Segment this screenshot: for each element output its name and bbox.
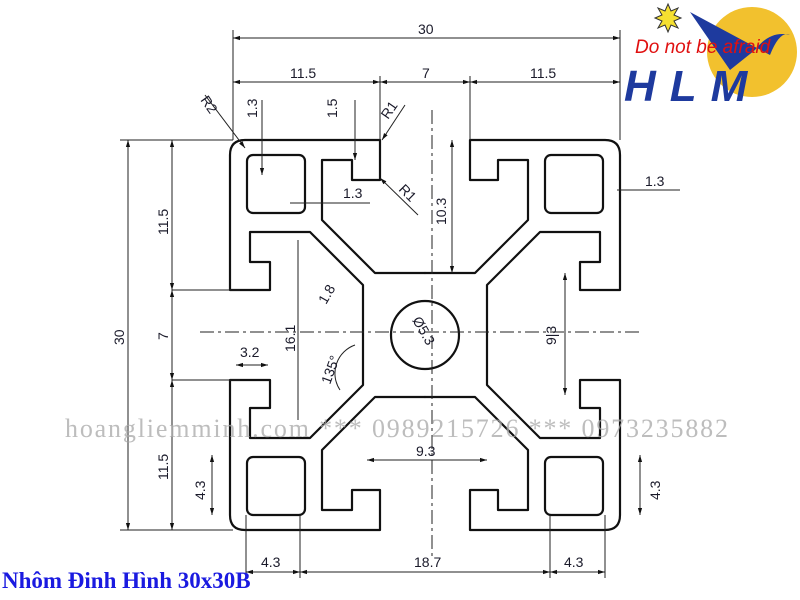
dim-top-right: 11.5 (530, 65, 556, 81)
dim-left-lower: 11.5 (155, 454, 171, 480)
dim-top-left: 11.5 (290, 65, 316, 81)
dim-bottom-mid: 18.7 (414, 554, 441, 570)
dim-overall-width: 30 (418, 21, 434, 37)
dim-bottom-right: 4.3 (564, 554, 584, 570)
dim-pocket-right: 4.3 (647, 480, 663, 500)
dim-top-mid: 7 (422, 65, 430, 81)
dim-bottom-left: 4.3 (261, 554, 281, 570)
dim-radius-inner: R1 (396, 181, 420, 205)
dim-angle: 135° (318, 353, 343, 386)
dim-core-bottom: 9.3 (416, 443, 436, 459)
page-title: Nhôm Đinh Hình 30x30B (2, 568, 251, 593)
dim-web: 1.8 (315, 281, 339, 306)
hlm-logo: Do not be afraid HLM (624, 2, 797, 111)
dim-lip-left: 1.3 (244, 98, 260, 118)
center-bore (389, 299, 461, 371)
logo-brand: HLM (624, 62, 761, 111)
dim-radius-lip: R1 (377, 98, 400, 122)
logo-swoosh-icon (690, 12, 790, 70)
dimension-labels: 30 11.5 7 11.5 1.3 1.5 R2 R1 1.3 R1 1.3 … (111, 21, 665, 570)
profile-outline (228, 138, 622, 532)
dim-pocket-left: 4.3 (192, 480, 208, 500)
center-lines (200, 110, 640, 560)
dim-bore: Ø5.3 (409, 314, 438, 348)
dim-core-right: 9|3 (543, 326, 559, 345)
watermark: hoangliemminh.com *** 0989215726 *** 097… (65, 414, 728, 443)
dim-lip-inner: 1.3 (343, 185, 363, 201)
dim-radius-outer: R2 (198, 93, 221, 117)
dim-slot-depth: 10.3 (433, 198, 449, 225)
dimension-lines (120, 30, 680, 578)
dim-overall-height: 30 (111, 329, 127, 345)
dim-core: 16.1 (282, 325, 298, 352)
dim-wall-right: 1.3 (645, 173, 665, 189)
dim-slot-width-left: 3.2 (240, 344, 260, 360)
logo-star-icon (653, 2, 683, 34)
dim-lip-mid: 1.5 (324, 98, 340, 118)
dim-left-upper: 11.5 (155, 209, 171, 235)
logo-slogan: Do not be afraid (635, 37, 772, 58)
dim-left-mid: 7 (155, 332, 171, 340)
